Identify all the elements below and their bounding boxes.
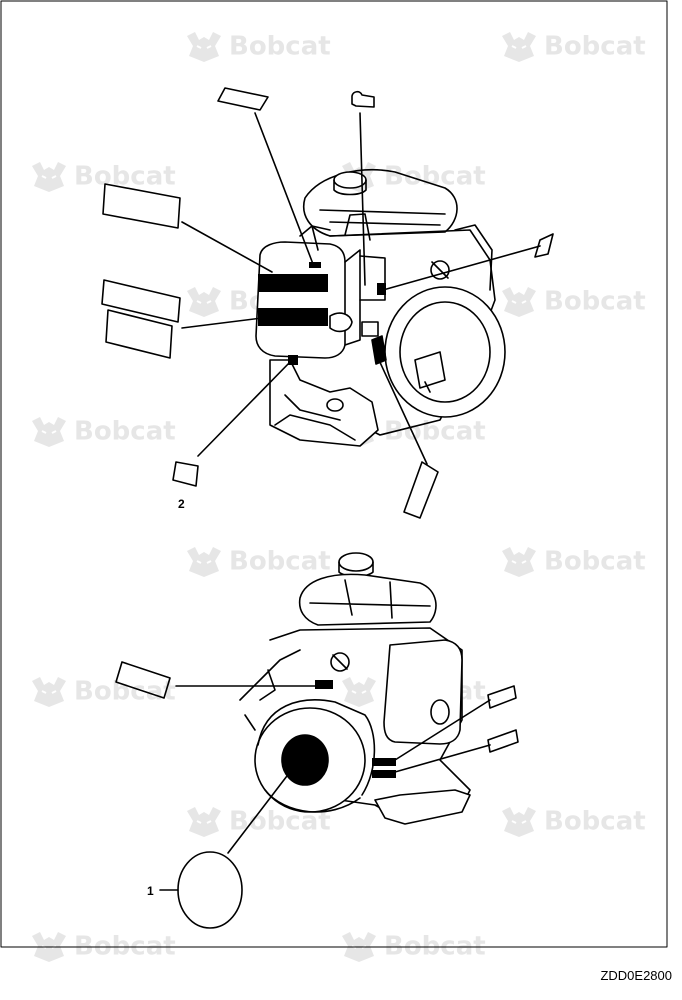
recoil-emblem (281, 734, 329, 786)
engine-base-lower (374, 789, 471, 825)
decal-1 (177, 851, 243, 929)
watermark-text: Bobcat (229, 31, 331, 62)
callout-2: 2 (178, 497, 185, 511)
watermark-text: Bobcat (74, 416, 176, 447)
decal-right-lower-1 (487, 685, 517, 709)
bobcat-logo-icon (502, 287, 536, 317)
leader-line (394, 699, 491, 761)
bobcat-logo-icon (187, 32, 221, 62)
decal-large-1 (102, 183, 181, 229)
watermark: Bobcat (500, 285, 646, 319)
watermark: Bobcat (30, 160, 176, 194)
watermark-text: Bobcat (229, 546, 331, 577)
decal-right-lower-2 (487, 729, 519, 753)
decal-2-marker (288, 355, 298, 365)
bobcat-logo-icon (502, 547, 536, 577)
bobcat-logo-icon (187, 547, 221, 577)
watermark: Bobcat (30, 675, 176, 709)
bobcat-logo-icon (187, 287, 221, 317)
watermark: Bobcat (30, 415, 176, 449)
watermark-text: Bobcat (74, 161, 176, 192)
decal-top-b (351, 90, 375, 108)
leader-line (181, 317, 263, 329)
decal-small-right (534, 233, 554, 258)
decal-marker-lower (315, 680, 333, 689)
leader-line (382, 245, 541, 291)
recoil-cover (384, 286, 506, 418)
watermark: Bobcat (185, 30, 331, 64)
watermark-text: Bobcat (544, 286, 646, 317)
watermark: Bobcat (500, 805, 646, 839)
watermark: Bobcat (500, 545, 646, 579)
engine-top-view (255, 169, 506, 447)
callout-1: 1 (147, 884, 154, 898)
fuel-tank-lower (298, 573, 437, 626)
watermark-text: Bobcat (74, 676, 176, 707)
decal-2 (172, 461, 199, 487)
bobcat-logo-icon (502, 32, 536, 62)
watermark: Bobcat (500, 30, 646, 64)
bobcat-logo-icon (32, 417, 66, 447)
decal-large-2 (101, 279, 181, 323)
fuel-tank (303, 169, 458, 237)
watermark: Bobcat (185, 545, 331, 579)
leader-line (181, 221, 273, 273)
air-cleaner-decal-1 (258, 274, 328, 292)
air-cleaner-lower (383, 639, 463, 745)
leader-line (377, 357, 428, 465)
decal-left-lower (115, 661, 171, 699)
engine-base (269, 359, 379, 447)
leader-line (254, 112, 314, 265)
leader-line (227, 771, 291, 854)
fuel-cap-lower (338, 552, 374, 572)
decal-strip (403, 461, 439, 519)
bobcat-logo-icon (32, 677, 66, 707)
bobcat-logo-icon (187, 807, 221, 837)
bobcat-logo-icon (32, 162, 66, 192)
leader-line (197, 359, 293, 457)
air-cleaner-decal-2 (258, 308, 328, 326)
watermark-text: Bobcat (544, 31, 646, 62)
starter-handle (414, 351, 446, 389)
engine-bottom-view (239, 552, 471, 825)
leader-line (394, 744, 491, 773)
bobcat-logo-icon (342, 677, 376, 707)
watermark-text: Bobcat (544, 806, 646, 837)
figure-code: ZDD0E2800 (600, 968, 672, 983)
decal-top-a (217, 87, 269, 111)
air-cleaner (255, 241, 346, 359)
bobcat-logo-icon (502, 807, 536, 837)
watermark-text: Bobcat (544, 546, 646, 577)
leader-line (359, 112, 366, 286)
watermark-text: Bobcat (384, 161, 486, 192)
diagram-border (0, 0, 668, 948)
decal-large-3 (105, 309, 173, 359)
